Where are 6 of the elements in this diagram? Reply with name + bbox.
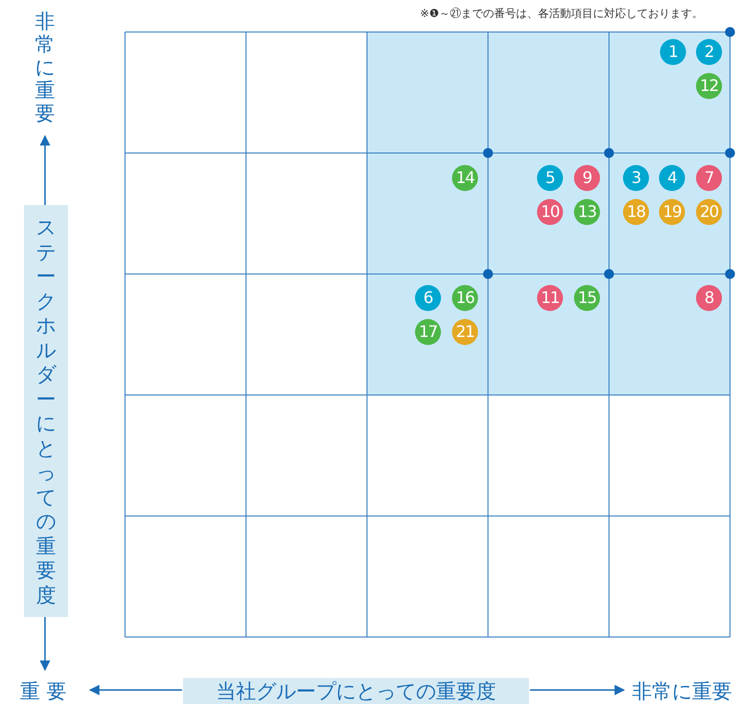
axis-title: ステークホルダーにとっての重要度 <box>24 205 68 617</box>
footnote: ※❶～㉑までの番号は、各活動項目に対応しております。 <box>420 6 704 21</box>
axis-end-label: 非常に重要 <box>632 678 732 704</box>
axis-title: 当社グループにとっての重要度 <box>183 678 529 704</box>
axis-end-label: 重 要 <box>20 678 66 704</box>
axis-end-label: 非常に重要 <box>34 10 56 125</box>
